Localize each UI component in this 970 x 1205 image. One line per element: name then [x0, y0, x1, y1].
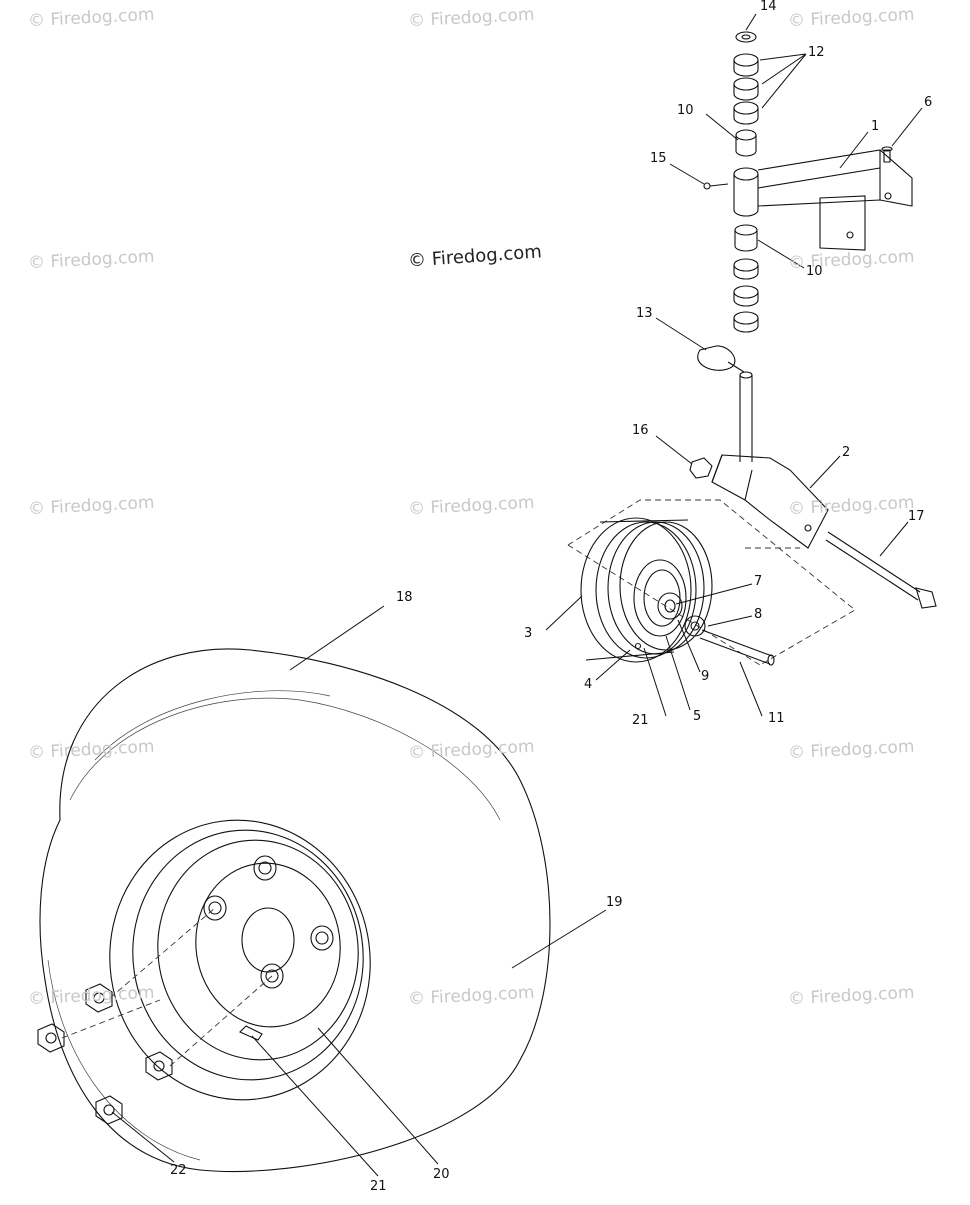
large-wheel — [37, 648, 551, 1173]
callout-7: 7 — [754, 574, 763, 589]
callout-12: 12 — [808, 45, 825, 60]
callout-15: 15 — [650, 151, 667, 166]
callout-18: 18 — [396, 590, 413, 605]
caster-fork — [689, 371, 937, 609]
caster-wheel — [580, 517, 775, 666]
callout-6: 6 — [924, 95, 933, 110]
callout-2: 2 — [842, 445, 851, 460]
callout-1: 1 — [871, 119, 880, 134]
callout-14: 14 — [760, 0, 777, 14]
callout-5: 5 — [693, 709, 702, 724]
callout-4: 4 — [584, 677, 593, 692]
callout-21-wheel: 21 — [370, 1179, 387, 1194]
callout-20: 20 — [433, 1167, 450, 1182]
callout-22: 22 — [170, 1163, 187, 1178]
callout-10-upper: 10 — [677, 103, 694, 118]
callout-19: 19 — [606, 895, 623, 910]
callout-17: 17 — [908, 509, 925, 524]
leader-lines — [111, 13, 923, 1177]
callout-10-lower: 10 — [806, 264, 823, 279]
callout-13: 13 — [636, 306, 653, 321]
callout-11: 11 — [768, 711, 785, 726]
caster-arm-assembly — [697, 31, 913, 373]
callout-8: 8 — [754, 607, 763, 622]
callout-21-caster: 21 — [632, 713, 649, 728]
callout-3: 3 — [524, 626, 533, 641]
callout-9: 9 — [701, 669, 710, 684]
callout-16: 16 — [632, 423, 649, 438]
